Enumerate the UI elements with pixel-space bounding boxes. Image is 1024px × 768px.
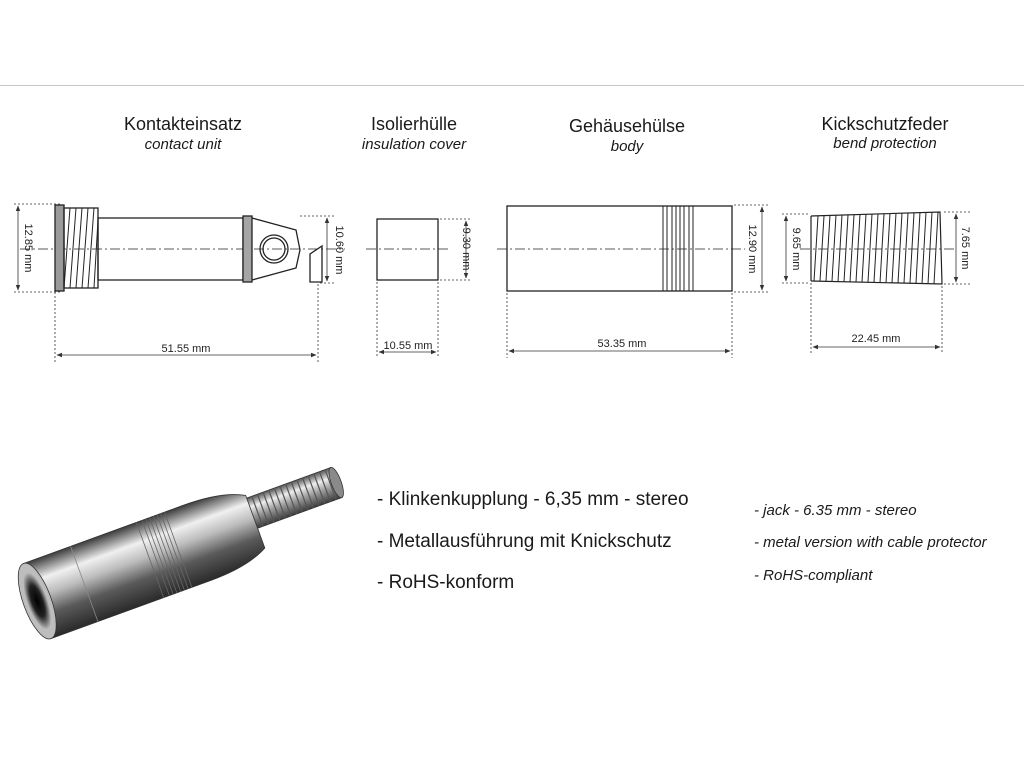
feature-en-metal: - metal version with cable protector [754, 534, 987, 551]
jack-product-illustration [17, 467, 344, 640]
bend-protection-drawing [800, 211, 955, 285]
dim-contact-unit-outer: 12.85 mm [22, 224, 34, 273]
body-drawing [497, 205, 745, 292]
insulation-cover-drawing [366, 218, 450, 281]
dim-body-length: 53.35 mm [598, 338, 647, 350]
dim-body-height: 12.90 mm [746, 225, 758, 274]
part-subtitle-bend-protection: bend protection [833, 135, 937, 152]
dim-bend-protection-length: 22.45 mm [852, 333, 901, 345]
part-subtitle-contact-unit: contact unit [144, 136, 222, 153]
header-divider [0, 85, 1024, 86]
body-dimensions [506, 204, 770, 358]
insulation-cover-dimensions [376, 218, 472, 358]
dim-bend-protection-outer: 9.65 mm [790, 228, 802, 271]
feature-en-rohs: - RoHS-compliant [754, 567, 873, 584]
feature-en-jack: - jack - 6.35 mm - stereo [754, 502, 917, 519]
feature-de-rohs: - RoHS-konform [377, 572, 515, 593]
part-title-insulation-cover: Isolierhülle [370, 114, 458, 134]
part-title-contact-unit: Kontakteinsatz [123, 114, 243, 134]
part-subtitle-insulation-cover: insulation cover [361, 136, 467, 153]
dim-bend-protection-inner: 7.65 mm [959, 227, 971, 270]
part-title-bend-protection: Kickschutzfeder [821, 114, 949, 134]
part-title-body: Gehäusehülse [568, 116, 686, 136]
bend-protection-dimensions [782, 211, 970, 354]
dim-insulation-cover-height: 9.30 mm [460, 228, 472, 271]
contact-unit-dimensions [14, 203, 334, 362]
dim-insulation-cover-length: 10.55 mm [384, 340, 433, 352]
feature-de-jack: - Klinkenkupplung - 6,35 mm - stereo [377, 489, 689, 510]
feature-de-metal: - Metallausführung mit Knickschutz [377, 531, 672, 552]
contact-unit-drawing [20, 204, 345, 292]
part-subtitle-body: body [610, 138, 644, 155]
dim-contact-unit-inner: 10.60 mm [333, 226, 345, 275]
dim-contact-unit-length: 51.55 mm [162, 343, 211, 355]
